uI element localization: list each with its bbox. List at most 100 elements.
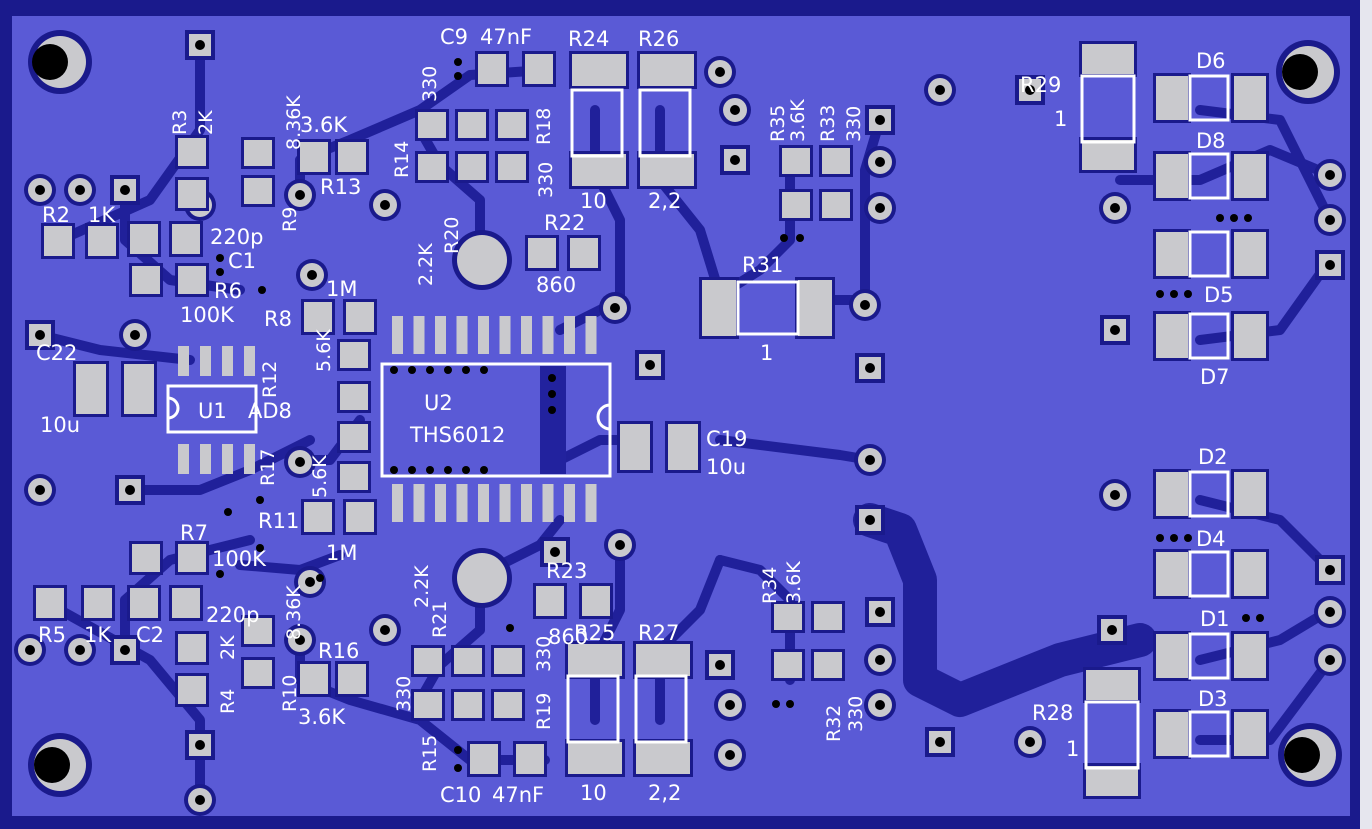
- silk-label-r31v: 1: [760, 341, 773, 365]
- via: [224, 508, 232, 516]
- smd-pad: [636, 644, 690, 676]
- through-hole-pad: [604, 529, 636, 561]
- silk-label-c22v: 10u: [40, 413, 80, 437]
- via: [408, 466, 416, 474]
- u2-pin: [564, 316, 575, 354]
- smd-pad: [454, 692, 482, 718]
- smd-pad: [570, 238, 598, 268]
- smd-pad: [178, 266, 206, 294]
- via: [786, 700, 794, 708]
- through-hole-pad: [1314, 159, 1346, 191]
- silk-label-r7: R7: [180, 521, 208, 545]
- smd-pad: [1234, 76, 1266, 120]
- silk-label-r4v: 2K: [217, 635, 239, 660]
- through-hole-pad: [849, 289, 881, 321]
- through-hole-pad: [854, 444, 886, 476]
- smd-pad: [1156, 634, 1188, 678]
- through-hole-pad: [1099, 192, 1131, 224]
- silk-label-r15: R15: [419, 735, 441, 772]
- u2-pin: [392, 316, 403, 354]
- silk-label-r9v: 8.36K: [283, 95, 305, 150]
- silk-label-r18v: 330: [535, 162, 557, 198]
- silkscreen-outlines: [166, 74, 1230, 770]
- through-hole-pad: [1314, 644, 1346, 676]
- u2-pin: [542, 316, 554, 354]
- smd-pad: [1082, 140, 1134, 170]
- u1-outline: [166, 384, 258, 434]
- u2-pin: [435, 316, 446, 354]
- smd-pad: [1234, 472, 1266, 516]
- u1-pin: [200, 444, 211, 474]
- silk-label-r3v: 2K: [195, 110, 217, 135]
- silk-label-d6: D6: [1196, 49, 1226, 73]
- smd-pad: [1156, 472, 1188, 516]
- through-hole-pad: [705, 650, 735, 680]
- smd-pad: [494, 648, 522, 674]
- through-hole-pad: [1100, 315, 1130, 345]
- u1-pin: [200, 346, 211, 376]
- silk-label-d4: D4: [1196, 527, 1226, 551]
- via: [462, 466, 470, 474]
- smd-pad: [568, 742, 622, 774]
- through-hole-pad: [1314, 596, 1346, 628]
- smd-pad: [1156, 314, 1188, 358]
- through-hole-pad: [714, 739, 746, 771]
- silk-label-u1: U1: [198, 399, 227, 423]
- silk-label-r26: R26: [638, 27, 679, 51]
- smd-pad: [130, 588, 158, 618]
- smd-pad: [36, 588, 64, 618]
- through-hole-pad: [1014, 726, 1046, 758]
- smd-pad: [1234, 314, 1266, 358]
- through-hole-pad: [369, 189, 401, 221]
- through-hole-pad: [865, 597, 895, 627]
- silk-label-r25v: 10: [580, 781, 607, 805]
- smd-pad: [498, 154, 526, 180]
- via: [1242, 614, 1250, 622]
- via: [216, 254, 224, 262]
- smd-pad: [640, 54, 694, 86]
- smd-pads: [33, 41, 1269, 799]
- smd-pad: [76, 364, 106, 414]
- smd-pad: [516, 744, 544, 774]
- smd-pad: [620, 424, 650, 470]
- silk-label-r20: R20: [441, 217, 463, 254]
- silk-label-d3: D3: [1198, 687, 1228, 711]
- via: [548, 390, 556, 398]
- via: [390, 466, 398, 474]
- smd-pad: [1156, 232, 1188, 276]
- smd-pad: [814, 652, 842, 678]
- through-hole-pad: [719, 94, 751, 126]
- silk-label-r21: R21: [429, 601, 451, 638]
- smd-pad: [536, 586, 564, 616]
- silk-label-r34: R34: [759, 567, 781, 604]
- through-hole-pad: [924, 74, 956, 106]
- via: [256, 544, 264, 552]
- through-hole-pad: [635, 350, 665, 380]
- via: [772, 700, 780, 708]
- smd-pad: [478, 54, 506, 84]
- through-hole-pad: [110, 175, 140, 205]
- silk-label-r13v: 3.6K: [300, 113, 348, 137]
- silk-label-r10: R10: [279, 675, 301, 712]
- silk-label-d5: D5: [1204, 283, 1234, 307]
- smd-pad: [1086, 766, 1138, 796]
- silk-label-r28v: 1: [1066, 737, 1079, 761]
- via: [1170, 534, 1178, 542]
- through-hole-pad: [64, 174, 96, 206]
- through-hole-pad: [110, 635, 140, 665]
- u2-pin: [521, 316, 532, 354]
- smd-pad: [340, 424, 368, 450]
- through-hole-pad: [14, 634, 46, 666]
- smd-pad: [340, 464, 368, 490]
- silk-label-r18: R18: [533, 108, 555, 145]
- u2-pin: [499, 484, 511, 522]
- smd-pad: [178, 544, 206, 572]
- smd-pad: [822, 148, 850, 174]
- via: [454, 72, 462, 80]
- smd-pad: [244, 660, 272, 686]
- smd-pad: [178, 676, 206, 704]
- via: [444, 366, 452, 374]
- smd-pad: [782, 192, 810, 218]
- through-hole-pad: [1097, 615, 1127, 645]
